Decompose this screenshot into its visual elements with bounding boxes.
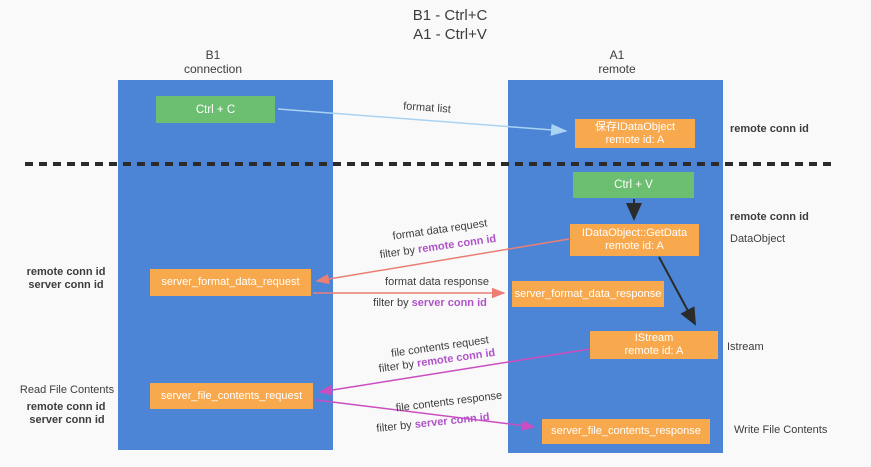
arrow-file-contents-response [315,399,536,431]
label-remote-conn-id-mid: remote conn id [730,211,809,223]
node-getdata-line1: IDataObject::GetData [581,227,688,239]
node-ctrl-c-label: Ctrl + C [195,103,236,116]
node-server-file-contents-request: server_file_contents_request [150,383,313,409]
node-ctrl-v-label: Ctrl + V [614,179,653,191]
label-left-server-conn-id-1: server conn id [28,279,104,291]
node-istream-line1: IStream [634,332,674,344]
node-file-response-label: server_file_contents_response [551,425,701,437]
node-server-format-data-response: server_format_data_response [512,281,664,307]
diagram-title-line1: B1 - Ctrl+C [412,7,488,24]
node-save-idataobject-line2: remote id: A [605,133,665,146]
node-idataobject-getdata: IDataObject::GetData remote id: A [570,224,699,256]
arrow-getdata-to-istream [658,256,696,326]
filter-by-text: filter by [373,297,412,309]
label-read-file-contents: Read File Contents [19,384,115,396]
filter-key-server-conn-id: server conn id [411,297,487,309]
arrow-format-list [277,108,568,136]
node-save-idataobject: 保存IDataObject remote id: A [575,119,695,148]
label-write-file-contents: Write File Contents [734,424,828,436]
lifeline-b1-role: connection [183,62,243,76]
diagram-title: B1 - Ctrl+C A1 - Ctrl+V [413,6,488,44]
label-left-remote-conn-id-1: remote conn id [26,266,106,278]
lifeline-b1-name: B1 [205,48,221,62]
arrow-format-data-request [315,238,570,285]
node-format-response-label: server_format_data_response [514,287,662,300]
node-ctrl-c: Ctrl + C [156,96,275,123]
arrow-file-contents-request [318,348,591,396]
diagram-title-line2: A1 - Ctrl+V [413,26,487,43]
label-dataobject: DataObject [730,233,786,245]
label-left-remote-conn-id-2: remote conn id [26,401,106,413]
lifeline-a1-name: A1 [609,48,625,62]
node-server-format-data-request: server_format_data_request [150,269,311,296]
lifeline-a1-header: A1 remote [598,48,635,76]
edge-label-format-data-response: format data response [385,276,489,288]
lifeline-a1-role: remote [598,62,636,76]
node-save-idataobject-line1: 保存IDataObject [594,120,676,133]
edge-label-format-data-response-filter: filter by server conn id [373,297,487,309]
node-istream: IStream remote id: A [590,331,718,359]
node-ctrl-v: Ctrl + V [573,172,694,198]
node-getdata-line2: remote id: A [605,240,664,252]
label-istream: Istream [727,341,764,353]
label-remote-conn-id-top: remote conn id [730,123,809,135]
node-format-request-label: server_format_data_request [161,276,300,288]
lifeline-b1-header: B1 connection [184,48,242,76]
node-istream-line2: remote id: A [624,345,684,357]
node-server-file-contents-response: server_file_contents_response [542,419,710,444]
node-file-request-label: server_file_contents_request [160,389,303,402]
label-left-server-conn-id-2: server conn id [29,414,105,426]
